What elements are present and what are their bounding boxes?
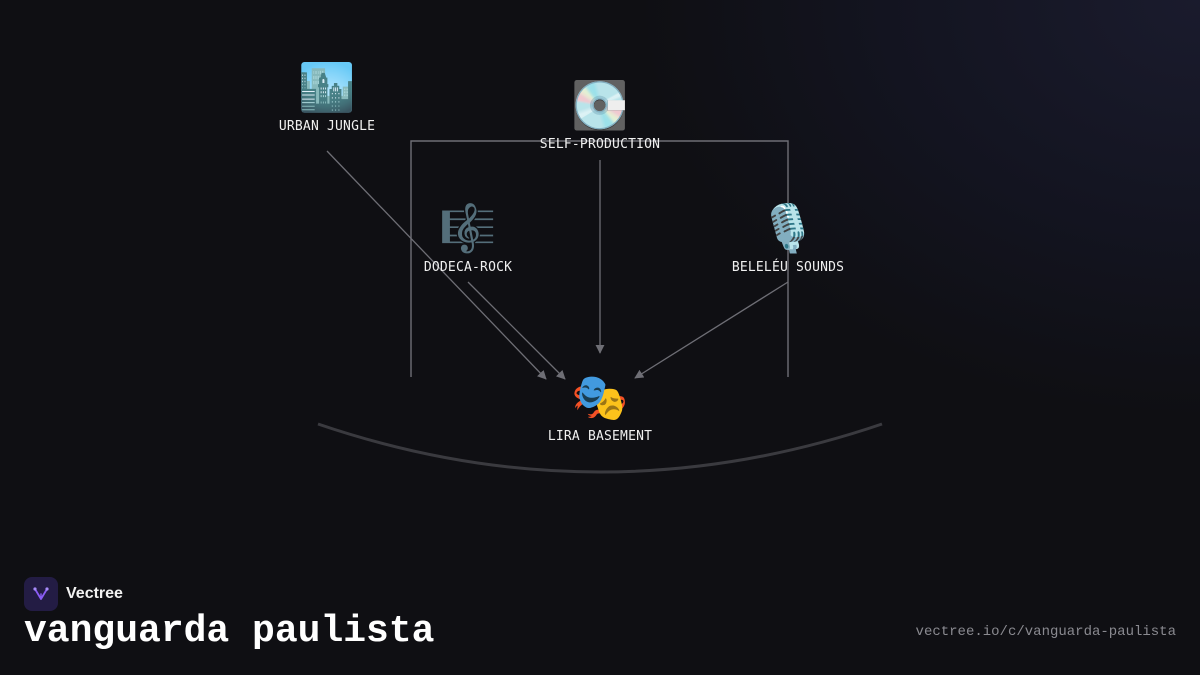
edges-layer — [326, 150, 789, 380]
node-lira-basement[interactable]: 🎭 LIRA BASEMENT — [548, 369, 652, 444]
node-urban-jungle[interactable]: 🏙️ URBAN JUNGLE — [279, 59, 375, 134]
minidisc-icon: 💽 — [571, 78, 629, 132]
edge-beleleu-sounds-to-lira-basement — [634, 281, 789, 379]
node-label: BELELÉU SOUNDS — [731, 260, 845, 275]
edge-dodeca-rock-to-lira-basement — [467, 281, 566, 380]
node-beleleu-sounds[interactable]: 🎙️ BELELÉU SOUNDS — [732, 200, 844, 275]
node-dodeca-rock[interactable]: 🎼 DODECA-ROCK — [424, 200, 512, 275]
cityscape-icon: 🏙️ — [298, 60, 356, 114]
node-label: SELF-PRODUCTION — [539, 137, 661, 152]
sheet-music-icon: 🎼 — [439, 201, 497, 255]
theater-masks-icon: 🎭 — [571, 370, 629, 424]
brand: Vectree — [24, 577, 123, 611]
brand-name: Vectree — [66, 585, 123, 602]
group-bracket — [410, 140, 789, 377]
vectree-logo-icon — [24, 577, 58, 611]
page-url[interactable]: vectree.io/c/vanguarda-paulista — [915, 624, 1176, 640]
edge-urban-jungle-to-lira-basement — [326, 150, 547, 380]
microphone-icon: 🎙️ — [759, 201, 817, 255]
node-label: LIRA BASEMENT — [547, 429, 653, 444]
node-self-production[interactable]: 💽 SELF-PRODUCTION — [540, 77, 660, 152]
node-label: DODECA-ROCK — [423, 260, 513, 275]
page-title: vanguarda paulista — [24, 610, 435, 653]
base-arc — [317, 422, 883, 474]
node-label: URBAN JUNGLE — [278, 119, 376, 134]
